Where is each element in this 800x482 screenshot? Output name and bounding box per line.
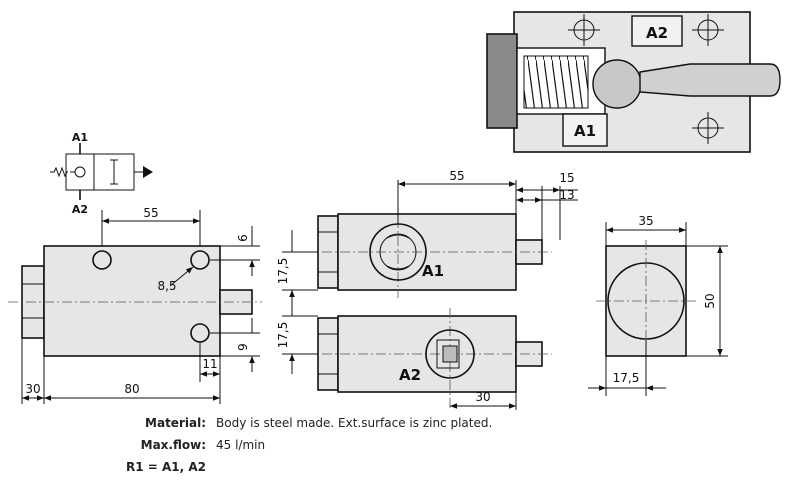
dim-end-17-5: 17,5 (613, 371, 640, 385)
dim-side-6: 6 (236, 234, 250, 242)
spec-value-material: Body is steel made. Ext.surface is zinc … (216, 416, 493, 430)
cutaway-section-view: A2 A1 (486, 11, 781, 153)
dim-middle-30: 30 (475, 390, 490, 404)
cutaway-bolt-hole-icon (568, 14, 600, 46)
dim-middle-13: 13 (559, 188, 574, 202)
spec-label-material: Material: (145, 416, 206, 430)
middle-bottom-view: A2 17,5 30 (276, 296, 552, 410)
dim-middle-15: 15 (559, 171, 574, 185)
hydraulic-symbol: A1 A2 (50, 131, 153, 216)
cutaway-port-a2: A2 (646, 24, 668, 42)
cutaway-bolt-hole-icon (692, 14, 724, 46)
technical-drawing: A2 A1 A1 A2 (8, 11, 781, 410)
dim-middle-55: 55 (449, 169, 464, 183)
spec-value-max-flow: 45 l/min (216, 438, 266, 452)
middle-port-a2: A2 (399, 366, 421, 384)
dim-side-80: 80 (124, 382, 139, 396)
end-view: 35 50 17,5 (588, 214, 728, 396)
side-view: 55 6 8,5 9 11 30 80 (8, 206, 262, 404)
dim-side-9: 9 (236, 343, 250, 351)
symbol-port-a2: A2 (72, 203, 88, 216)
dim-side-30: 30 (25, 382, 40, 396)
spec-label-port-relation: R1 = A1, A2 (125, 460, 206, 474)
cutaway-port-a1: A1 (574, 122, 596, 140)
middle-port-a1: A1 (422, 262, 444, 280)
dim-side-8-5: 8,5 (157, 279, 176, 293)
dim-end-35: 35 (638, 214, 653, 228)
dim-side-11: 11 (202, 357, 217, 371)
dim-middle-17-5-bottom: 17,5 (276, 322, 290, 349)
spec-label-max-flow: Max.flow: (140, 438, 206, 452)
middle-top-view: A1 55 15 13 17,5 (276, 169, 578, 312)
cutaway-bolt-hole-icon (692, 112, 724, 144)
dim-side-55: 55 (143, 206, 158, 220)
symbol-port-a1: A1 (72, 131, 88, 144)
dim-middle-17-5-top: 17,5 (276, 258, 290, 285)
dim-end-50: 50 (703, 293, 717, 308)
